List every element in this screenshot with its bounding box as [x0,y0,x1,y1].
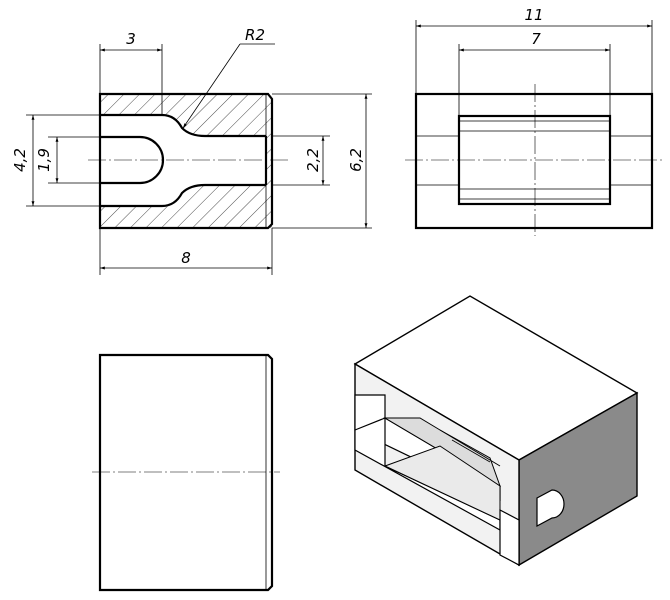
dim-8-label: 8 [181,249,191,267]
cavity-outline [100,113,266,208]
dim-11-label: 11 [524,6,543,24]
radius-leader [182,43,241,129]
dim-3-label: 3 [126,30,136,48]
dim-1-9-label: 1,9 [35,148,53,172]
side-view-outline [98,353,274,592]
top-view-outline [414,92,654,230]
dim-7-label: 7 [531,30,541,48]
dim-2-2-label: 2,2 [304,148,322,172]
dim-6-2-label: 6,2 [347,148,365,172]
dim-r2-label: R2 [245,26,265,44]
iso-bore-hole [536,489,565,527]
dim-4-2-label: 4,2 [11,148,29,172]
top-view: 11 7 [405,6,662,236]
side-view [92,353,280,592]
isometric-view [353,295,639,567]
section-hatching [100,94,272,228]
front-section-view: 3 R2 4,2 1,9 2,2 6,2 8 [11,26,372,275]
